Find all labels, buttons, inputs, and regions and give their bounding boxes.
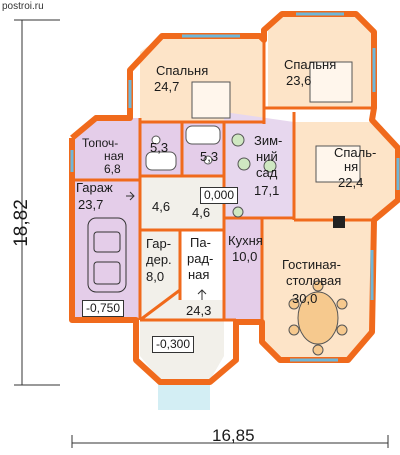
level-garage: -0,750 bbox=[82, 300, 125, 317]
room-area-living: 30,0 bbox=[292, 291, 318, 306]
room-fills bbox=[72, 16, 398, 410]
room-area-hall-b: 4,6 bbox=[192, 205, 211, 220]
room-name-bedroom-3a: Спаль- bbox=[334, 145, 377, 160]
dimension-width: 16,85 bbox=[212, 426, 255, 445]
windows bbox=[70, 12, 400, 362]
hall-fill bbox=[140, 176, 224, 320]
room-area-kitchen: 10,0 bbox=[232, 249, 258, 264]
steps-fill bbox=[158, 382, 210, 410]
room-area-bath-1: 5,3 bbox=[150, 140, 169, 155]
room-area-front: 24,3 bbox=[186, 303, 212, 318]
room-area-boiler: 6,8 bbox=[104, 162, 121, 176]
level-main: 0,000 bbox=[200, 187, 239, 204]
room-area-garden: 17,1 bbox=[254, 183, 280, 198]
room-area-bath-2: 5,3 bbox=[200, 149, 219, 164]
plants-icon bbox=[231, 133, 277, 218]
room-area-hall-a: 4,6 bbox=[152, 199, 171, 214]
room-area-garage: 23,7 bbox=[78, 197, 104, 212]
fireplace-icon bbox=[333, 216, 345, 228]
room-name-living-a: Гостиная- bbox=[282, 257, 341, 272]
living-fill bbox=[244, 220, 372, 358]
service-fill bbox=[72, 118, 140, 180]
room-name-wardrobe-b: дер. bbox=[146, 252, 172, 267]
room-name-living-b: столовая bbox=[286, 273, 342, 288]
room-area-bedroom-3: 22,4 bbox=[338, 175, 364, 190]
bath-fixtures-icon bbox=[145, 125, 221, 171]
dining-table-icon bbox=[288, 280, 348, 356]
site-watermark: postroi.ru bbox=[2, 1, 44, 12]
room-name-bedroom-3b: ня bbox=[344, 159, 359, 174]
room-name-kitchen: Кухня bbox=[228, 233, 263, 248]
room-area-bedroom-2: 23,6 bbox=[286, 73, 312, 88]
room-area-bedroom-1: 24,7 bbox=[154, 79, 180, 94]
room-name-garden-b: ний bbox=[256, 149, 278, 164]
room-name-garden-a: Зим- bbox=[254, 133, 283, 148]
room-name-garden-c: сад bbox=[256, 165, 278, 180]
stair-arrow-icon bbox=[126, 191, 207, 300]
room-name-wardrobe-a: Гар- bbox=[146, 236, 172, 251]
room-name-garage: Гараж bbox=[76, 180, 113, 195]
level-porch: -0,300 bbox=[152, 336, 195, 353]
room-name-bedroom-2: Спальня bbox=[284, 57, 337, 72]
room-name-front-c: ная bbox=[188, 267, 210, 282]
dimension-lines bbox=[14, 19, 389, 448]
car-icon bbox=[87, 217, 127, 293]
garage-fill bbox=[72, 180, 140, 320]
dimension-height: 18,82 bbox=[10, 199, 32, 247]
room-name-bedroom-1: Спальня bbox=[156, 63, 209, 78]
room-area-wardrobe: 8,0 bbox=[146, 269, 165, 284]
room-name-front-b: рад- bbox=[187, 251, 214, 266]
room-name-boiler-b: ная bbox=[104, 149, 124, 163]
room-name-front-a: Па- bbox=[190, 235, 211, 250]
bedroom-1-fill bbox=[140, 36, 264, 122]
room-name-boiler-a: Топоч- bbox=[82, 136, 119, 150]
bed-icon bbox=[191, 61, 361, 183]
kitchen-fill bbox=[224, 218, 262, 320]
inner-walls bbox=[72, 40, 374, 322]
